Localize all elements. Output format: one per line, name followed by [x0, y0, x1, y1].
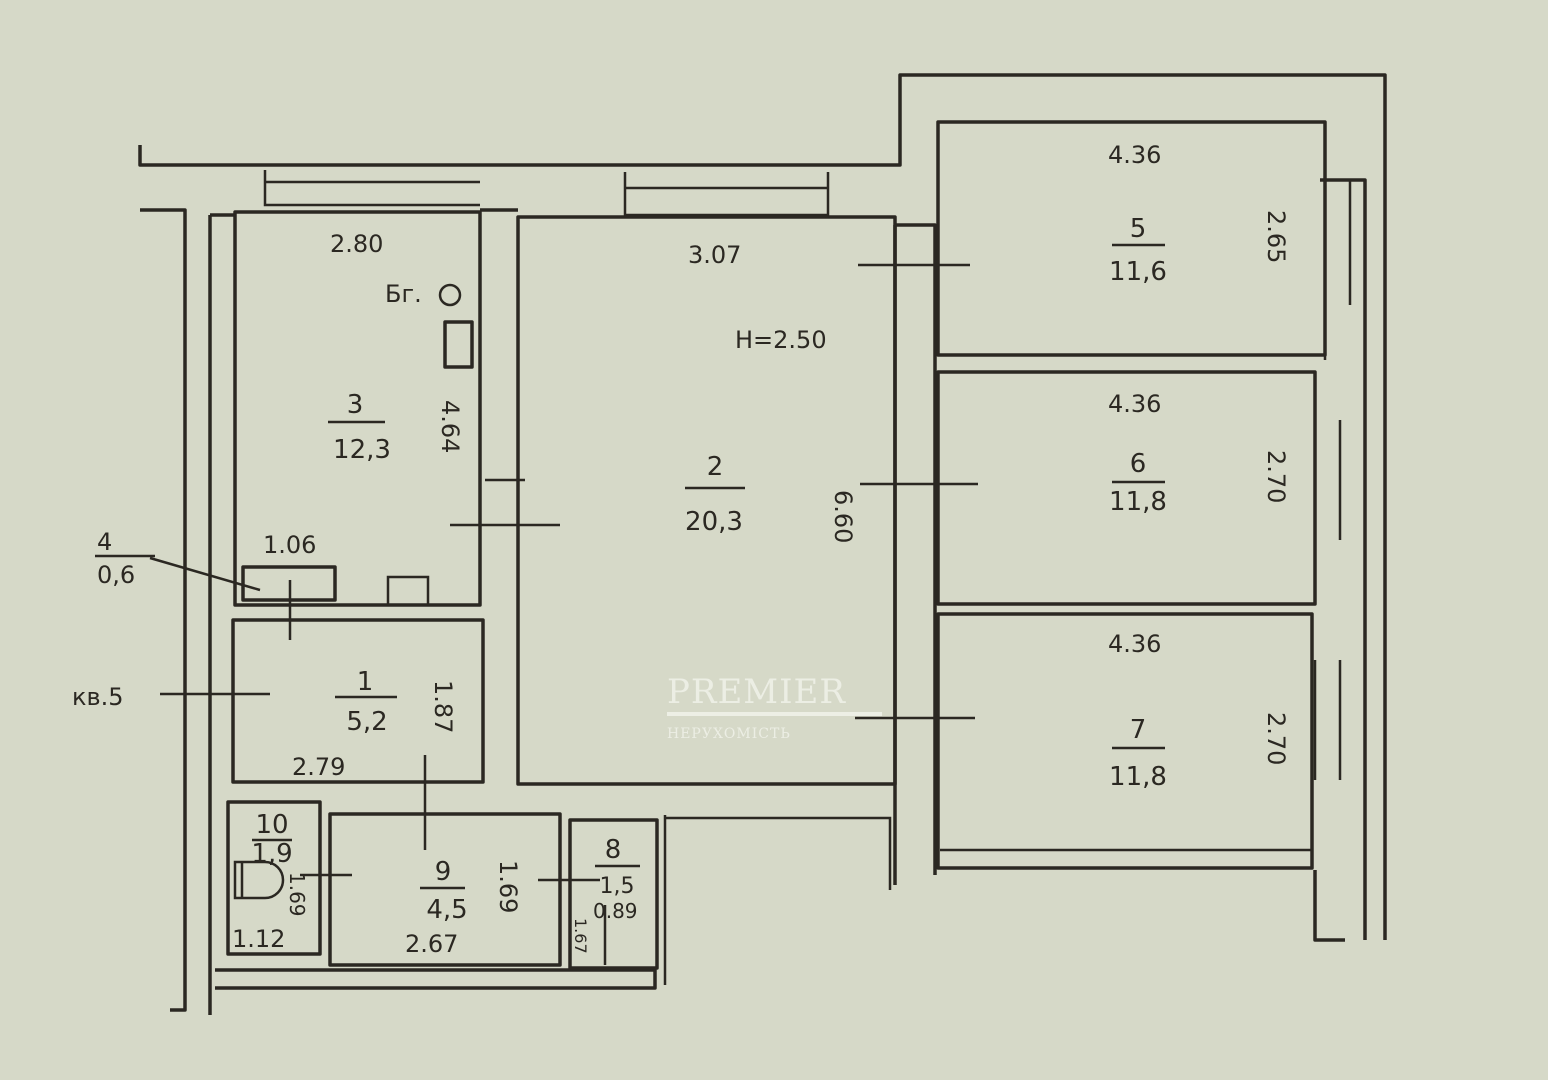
room-6-number: 6 [1130, 449, 1147, 479]
room-1-width: 2.79 [292, 753, 345, 781]
room-10 [226, 800, 322, 956]
room-6-width: 4.36 [1108, 390, 1161, 418]
room-4-number: 4 [97, 528, 112, 556]
room-3-number: 3 [347, 390, 364, 420]
room-4-closet [241, 565, 430, 607]
room-3-width: 2.80 [330, 230, 383, 258]
room-2-width: 3.07 [688, 241, 741, 269]
watermark-subtitle: НЕРУХОМІСТЬ [667, 726, 791, 742]
room-3-length: 4.64 [436, 400, 464, 453]
room-6 [936, 370, 1317, 606]
premier-watermark-logo: PREMIER НЕРУХОМІСТЬ [667, 672, 882, 742]
room-5-area: 11,6 [1109, 257, 1167, 287]
room-1-length: 1.87 [429, 680, 457, 733]
room-10-length: 1.69 [285, 872, 309, 917]
room-9 [328, 812, 562, 967]
room-5-length: 2.65 [1262, 210, 1290, 263]
room-7-width: 4.36 [1108, 630, 1161, 658]
room-10-width: 1.12 [232, 925, 285, 953]
room-6-area: 11,8 [1109, 487, 1167, 517]
room-8 [568, 818, 659, 970]
room-7 [936, 612, 1314, 870]
ceiling-height: H=2.50 [735, 326, 827, 354]
room-4-area: 0,6 [97, 561, 135, 589]
room-9-number: 9 [435, 857, 452, 887]
boiler-label: Бг. [385, 280, 422, 308]
stove-icon [443, 320, 474, 369]
room-8-width: 0.89 [593, 899, 638, 923]
room-6-length: 2.70 [1262, 450, 1290, 503]
room-3-area: 12,3 [333, 435, 391, 465]
room-2-number: 2 [707, 452, 724, 482]
room-8-area: 1,5 [600, 874, 635, 899]
room-10-number: 10 [255, 810, 288, 840]
room-2-area: 20,3 [685, 507, 743, 537]
room-9-length: 1.69 [494, 860, 522, 913]
room-5 [936, 120, 1327, 357]
room-1-area: 5,2 [346, 707, 387, 737]
room-5-number: 5 [1130, 214, 1147, 244]
room-2-length: 6.60 [829, 490, 857, 543]
room-7-length: 2.70 [1262, 712, 1290, 765]
watermark-brand: PREMIER [667, 672, 846, 712]
room-10-area: 1,9 [251, 839, 292, 869]
room-9-width: 2.67 [405, 930, 458, 958]
room-7-area: 11,8 [1109, 762, 1167, 792]
room-3 [233, 210, 482, 607]
room-1 [231, 618, 485, 784]
room-5-width: 4.36 [1108, 141, 1161, 169]
toilet-icon [233, 860, 285, 900]
room-4-width: 1.06 [263, 531, 316, 559]
room-8-number: 8 [605, 835, 622, 865]
room-8-length: 1.67 [571, 918, 590, 954]
room-7-number: 7 [1130, 715, 1147, 745]
room-1-number: 1 [357, 667, 374, 697]
room-9-area: 4,5 [426, 895, 467, 925]
boiler-icon [438, 283, 462, 307]
apartment-label: кв.5 [72, 683, 124, 711]
room-2 [516, 215, 897, 786]
